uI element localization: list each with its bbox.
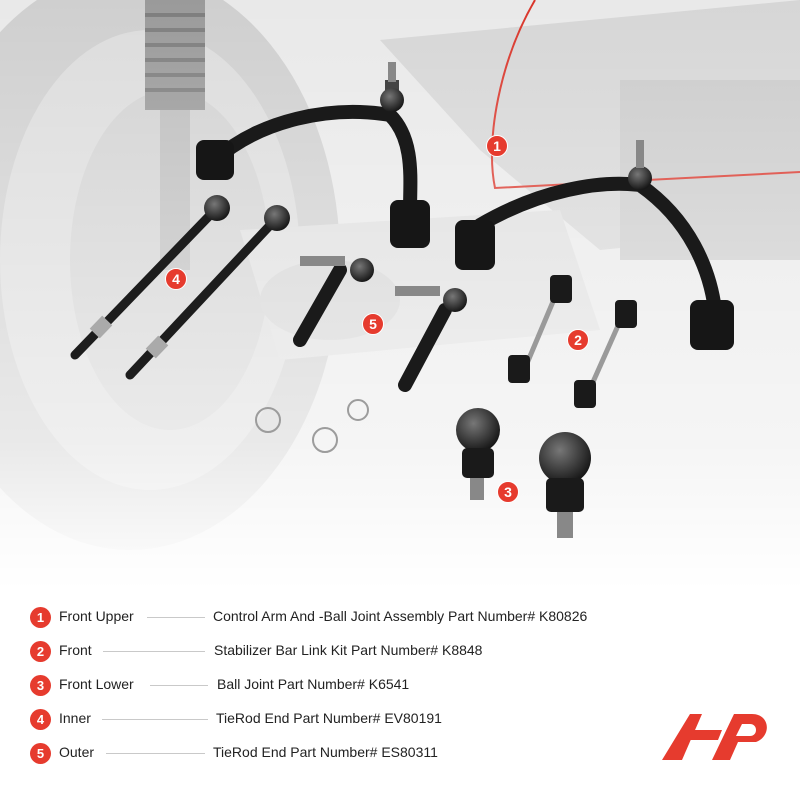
callout-badge-4: 4 xyxy=(165,268,187,290)
legend-divider-2 xyxy=(103,651,205,652)
legend-divider-5 xyxy=(106,753,205,754)
callout-badge-5: 5 xyxy=(362,313,384,335)
outer-tie-rod-2 xyxy=(395,286,467,392)
legend-row-4: 4 Inner TieRod End Part Number# EV80191 xyxy=(0,707,680,731)
legend-description-1: Control Arm And -Ball Joint Assembly Par… xyxy=(213,608,588,624)
legend-divider-1 xyxy=(147,617,205,618)
legend-position-1: Front Upper xyxy=(59,608,134,624)
upper-control-arm-left xyxy=(196,62,430,248)
stabilizer-link-1 xyxy=(508,275,572,383)
outer-tie-rod-1 xyxy=(293,256,374,347)
product-photo: 1 2 3 4 5 xyxy=(0,0,800,590)
legend-divider-4 xyxy=(102,719,208,720)
parts-legend: 1 Front Upper Control Arm And -Ball Join… xyxy=(0,600,800,800)
legend-position-4: Inner xyxy=(59,710,91,726)
legend-number-5: 5 xyxy=(30,742,51,764)
suspension-kit-illustration xyxy=(0,0,800,590)
legend-number-3: 3 xyxy=(30,674,51,696)
legend-description-4: TieRod End Part Number# EV80191 xyxy=(216,710,442,726)
legend-number-4: 4 xyxy=(30,708,51,730)
upper-control-arm-right xyxy=(455,140,734,350)
legend-description-3: Ball Joint Part Number# K6541 xyxy=(217,676,410,692)
legend-number-1: 1 xyxy=(30,606,51,628)
legend-divider-3 xyxy=(150,685,208,686)
legend-position-2: Front xyxy=(59,642,92,658)
legend-position-3: Front Lower xyxy=(59,676,134,692)
washers xyxy=(255,399,369,453)
legend-description-2: Stabilizer Bar Link Kit Part Number# K88… xyxy=(214,642,483,658)
legend-number-2: 2 xyxy=(30,640,51,662)
legend-row-3: 3 Front Lower Ball Joint Part Number# K6… xyxy=(0,673,680,697)
callout-badge-1: 1 xyxy=(486,135,508,157)
inner-tie-rod-1 xyxy=(70,195,230,360)
legend-row-5: 5 Outer TieRod End Part Number# ES80311 xyxy=(0,741,680,765)
lower-ball-joint-2 xyxy=(539,432,591,538)
brand-mark-icon xyxy=(662,714,767,760)
callout-badge-3: 3 xyxy=(497,481,519,503)
inner-tie-rod-2 xyxy=(125,205,290,380)
legend-row-2: 2 Front Stabilizer Bar Link Kit Part Num… xyxy=(0,639,680,663)
stabilizer-link-2 xyxy=(574,300,637,408)
legend-description-5: TieRod End Part Number# ES80311 xyxy=(213,744,438,760)
legend-row-1: 1 Front Upper Control Arm And -Ball Join… xyxy=(0,605,680,629)
lower-ball-joint-1 xyxy=(456,408,500,500)
legend-position-5: Outer xyxy=(59,744,95,760)
a-premium-logo xyxy=(652,706,772,766)
callout-badge-2: 2 xyxy=(567,329,589,351)
